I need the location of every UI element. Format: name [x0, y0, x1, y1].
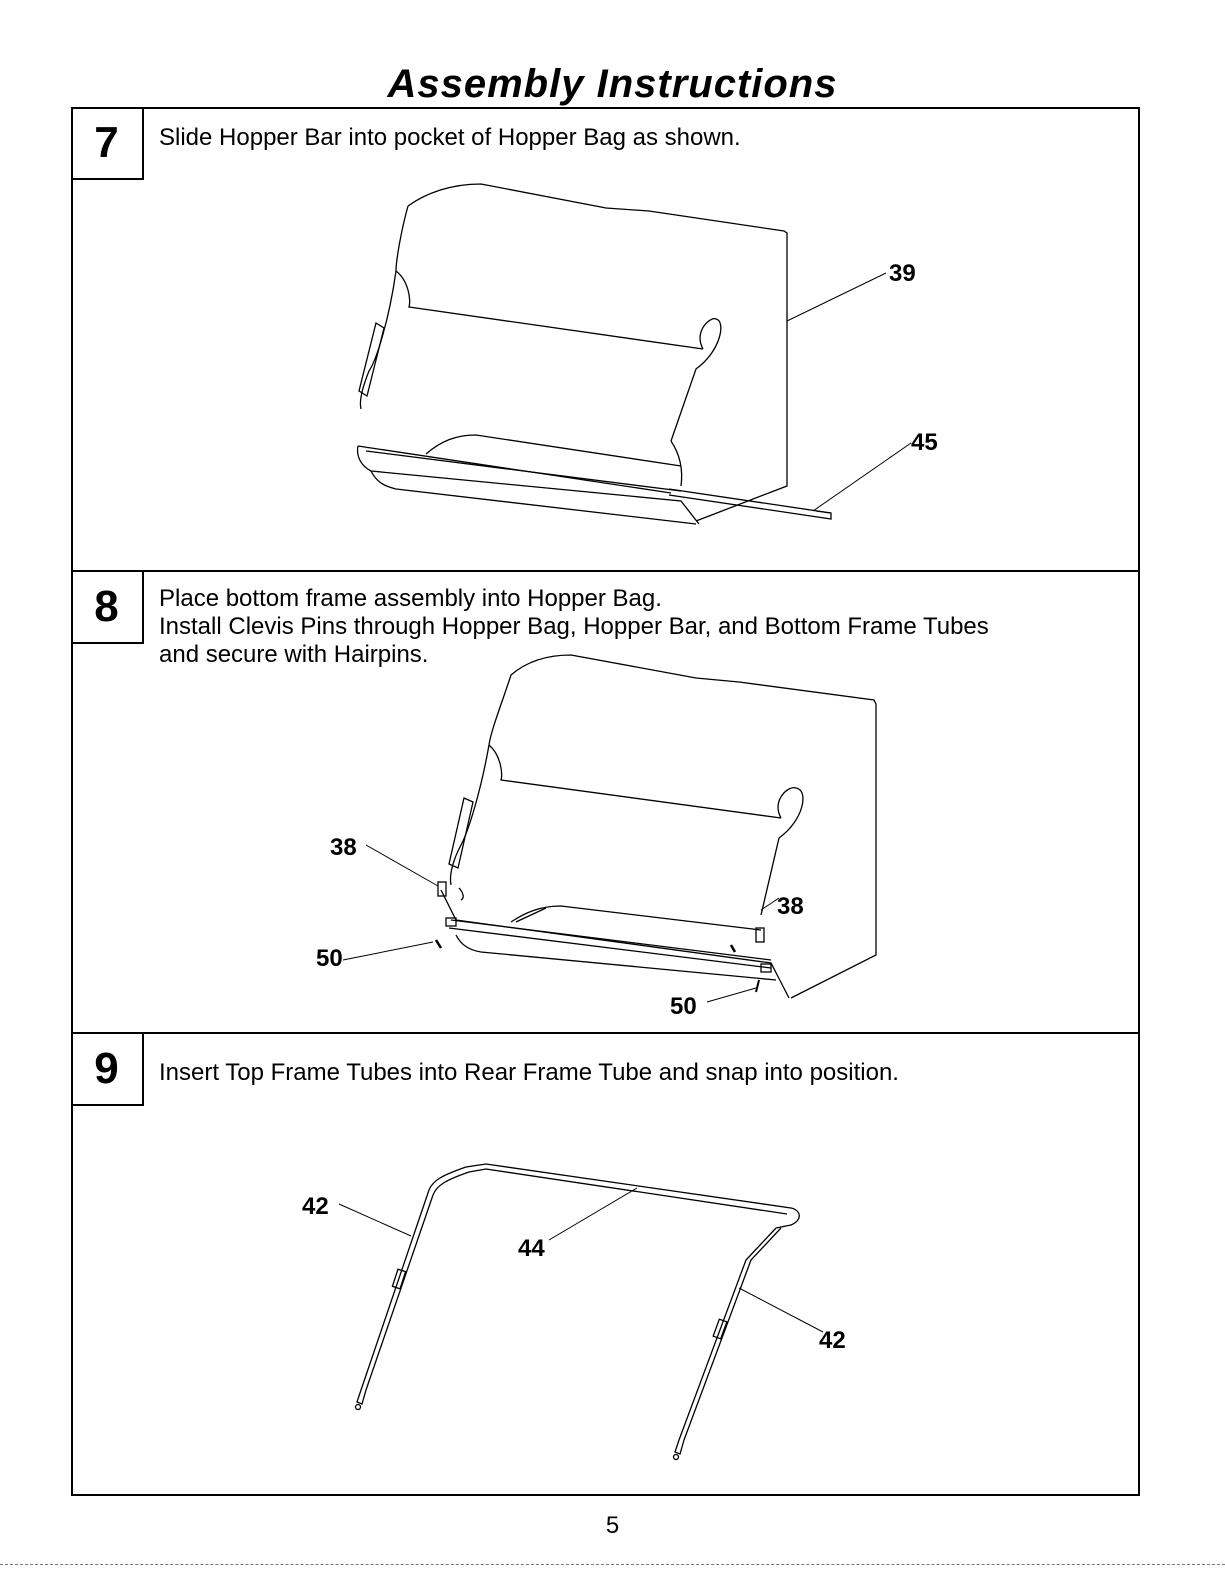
step-7-figure: 39 45: [71, 171, 1140, 567]
step-7-line: Slide Hopper Bar into pocket of Hopper B…: [159, 124, 741, 151]
callout-44: 44: [518, 1235, 545, 1262]
callout-38-left: 38: [330, 834, 357, 861]
callout-39: 39: [889, 260, 916, 287]
step-9-figure: 42 44 42: [71, 1140, 1140, 1490]
callout-45: 45: [911, 429, 938, 456]
step-8-text: Place bottom frame assembly into Hopper …: [159, 585, 989, 669]
callout-50-left: 50: [316, 945, 343, 972]
step-9-text: Insert Top Frame Tubes into Rear Frame T…: [159, 1059, 899, 1087]
step-8-line-2: Install Clevis Pins through Hopper Bag, …: [159, 613, 989, 640]
step-8-figure: 38 38 50 50: [71, 650, 1140, 1030]
step-7-text: Slide Hopper Bar into pocket of Hopper B…: [159, 124, 741, 152]
step-8-line-3: and secure with Hairpins.: [159, 641, 429, 668]
step-8-line-1: Place bottom frame assembly into Hopper …: [159, 585, 662, 612]
step-number-8: 8: [71, 572, 144, 644]
hopper-bag-illustration: 39 45: [356, 183, 938, 525]
step-number-9: 9: [71, 1034, 144, 1106]
hopper-bag-frame-illustration: 38 38 50 50: [316, 654, 877, 1020]
step-divider-9: [71, 1032, 1140, 1034]
callout-42-right: 42: [819, 1327, 846, 1354]
callout-38-right: 38: [777, 893, 804, 920]
top-frame-tubes-illustration: 42 44 42: [302, 1163, 846, 1461]
step-9-line: Insert Top Frame Tubes into Rear Frame T…: [159, 1059, 899, 1086]
step-number-7: 7: [71, 108, 144, 180]
callout-42-left: 42: [302, 1193, 329, 1220]
step-divider-8: [71, 570, 1140, 572]
instructions-frame: [71, 107, 1140, 1496]
footer-rule: [0, 1564, 1225, 1565]
page-title: Assembly Instructions: [387, 62, 838, 106]
callout-50-right: 50: [670, 993, 697, 1020]
page-number: 5: [605, 1512, 620, 1539]
